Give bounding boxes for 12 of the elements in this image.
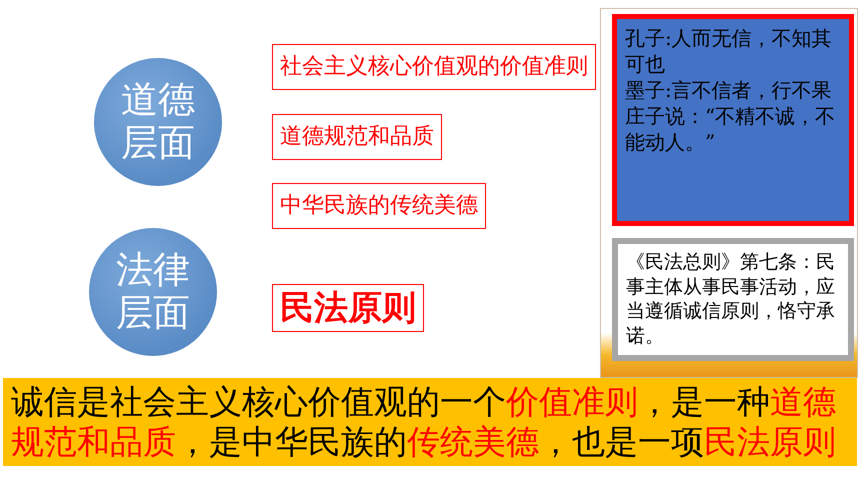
label-box: 民法原则 <box>272 284 424 332</box>
text-box: 《民法总则》第七条：民事主体从事民事活动，应当遵循诚信原则，恪守承诺。 <box>612 238 854 361</box>
circle-node: 道德层面 <box>94 58 222 186</box>
circle-node: 法律层面 <box>89 228 217 356</box>
label-box: 中华民族的传统美德 <box>272 183 486 229</box>
quote-text: 孔子:人而无信，不知其可也 <box>625 25 833 77</box>
label-box: 社会主义核心价值观的价值准则 <box>272 44 596 90</box>
quote-text: 墨子:言不信者，行不果 <box>625 77 833 103</box>
quote-box <box>612 14 854 226</box>
label-box: 道德规范和品质 <box>272 114 442 160</box>
quote-text: 庄子说：“不精不诚，不能动人。” <box>625 103 836 155</box>
summary-banner: 诚信是社会主义核心价值观的一个价值准则，是一种道德规范和品质，是中华民族的传统美德，也是一项民法原则 <box>3 378 857 466</box>
